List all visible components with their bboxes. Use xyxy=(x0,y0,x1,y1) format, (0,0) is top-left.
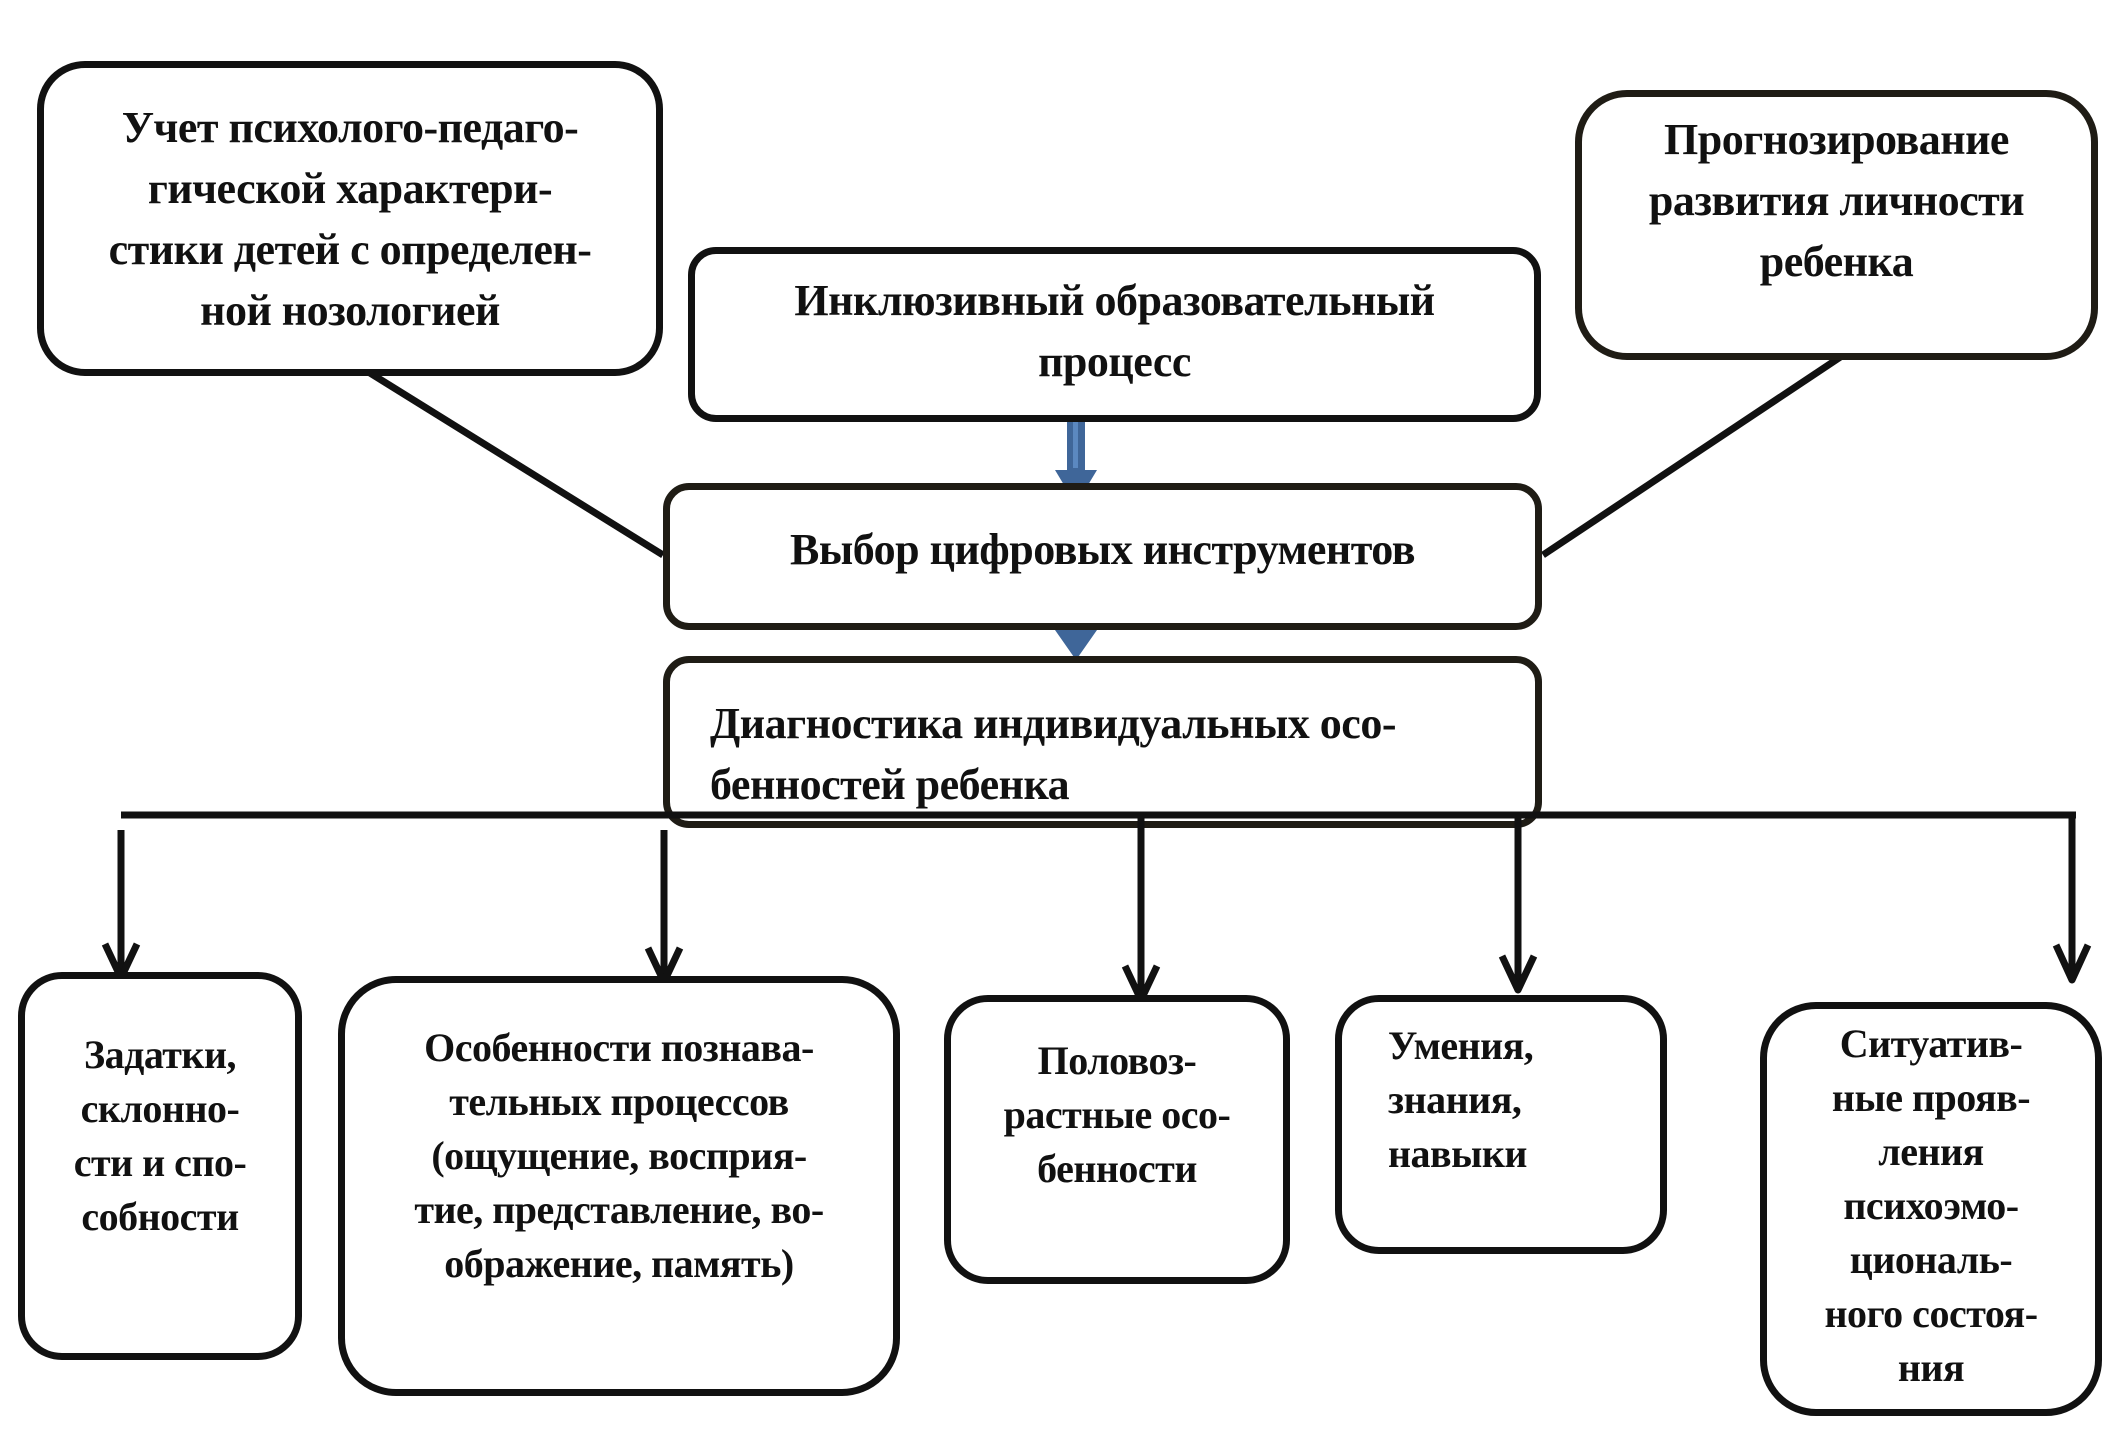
node-inclinations-line: склонно- xyxy=(80,1086,240,1131)
node-skills-line: навыки xyxy=(1388,1130,1527,1176)
node-situational-line: ления xyxy=(1878,1129,1984,1174)
node-accounting-line: стики детей с определен- xyxy=(108,224,592,274)
block-arrow-inclusive-to-tool xyxy=(1055,402,1097,505)
node-inclinations-line: сти и спо- xyxy=(73,1140,247,1185)
node-forecasting-line: Прогнозирование xyxy=(1664,114,2009,164)
node-tool-choice-line: Выбор цифровых инструментов xyxy=(790,525,1415,574)
node-cognitive-line: (ощущение, восприя- xyxy=(431,1133,807,1178)
arrowhead-situational xyxy=(2052,943,2092,984)
node-inclusive-process: Инклюзивный образовательный процесс xyxy=(688,247,1541,422)
node-situational-line: циональ- xyxy=(1849,1237,2013,1282)
node-cognitive: Особенности познава- тельных процессов (… xyxy=(338,976,900,1396)
node-situational: Ситуатив- ные прояв- ления психоэмо- цио… xyxy=(1760,1002,2102,1416)
node-cognitive-line: Особенности познава- xyxy=(424,1025,814,1070)
node-situational-line: ния xyxy=(1897,1345,1965,1390)
node-cognitive-line: тельных процессов xyxy=(449,1079,789,1124)
node-situational-line: психоэмо- xyxy=(1843,1183,2019,1228)
arrowhead-skills xyxy=(1498,954,1538,994)
node-diagnostics-line: Диагностика индивидуальных осо- xyxy=(710,699,1396,748)
node-inclusive-process-line: Инклюзивный образовательный xyxy=(794,275,1435,325)
node-diagnostics: Диагностика индивидуальных осо- бенносте… xyxy=(663,656,1542,828)
node-diagnostics-line: бенностей ребенка xyxy=(710,760,1070,809)
node-situational-line: Ситуатив- xyxy=(1839,1021,2023,1066)
node-gender-age-line: бенности xyxy=(1037,1145,1197,1191)
node-cognitive-line: тие, представление, во- xyxy=(414,1187,824,1232)
node-accounting-line: Учет психолого-педаго- xyxy=(121,102,579,152)
node-forecasting-line: развития личности xyxy=(1648,175,2025,225)
node-skills-line: знания, xyxy=(1388,1076,1522,1122)
node-skills: Умения, знания, навыки xyxy=(1335,995,1667,1254)
node-skills-line: Умения, xyxy=(1388,1022,1534,1068)
node-cognitive-line: ображение, память) xyxy=(444,1241,794,1286)
node-inclusive-process-line: процесс xyxy=(1038,336,1191,386)
node-tool-choice: Выбор цифровых инструментов xyxy=(663,483,1542,630)
node-gender-age: Половоз- растные осо- бенности xyxy=(944,995,1290,1284)
node-situational-line: ного состоя- xyxy=(1824,1291,2038,1336)
node-inclinations-line: собности xyxy=(81,1194,239,1239)
node-forecasting-line: ребенка xyxy=(1759,236,1914,286)
node-forecasting: Прогнозирование развития личности ребенк… xyxy=(1575,90,2098,360)
node-accounting: Учет психолого-педаго- гической характер… xyxy=(37,61,663,376)
node-gender-age-line: растные осо- xyxy=(1003,1091,1231,1137)
node-gender-age-line: Половоз- xyxy=(1037,1037,1197,1083)
node-situational-line: ные прояв- xyxy=(1831,1075,2031,1120)
node-accounting-line: гической характери- xyxy=(147,163,553,213)
node-inclinations-line: Задатки, xyxy=(83,1032,237,1077)
node-accounting-line: ной нозологией xyxy=(200,285,500,335)
node-inclinations: Задатки, склонно- сти и спо- собности xyxy=(18,972,302,1360)
